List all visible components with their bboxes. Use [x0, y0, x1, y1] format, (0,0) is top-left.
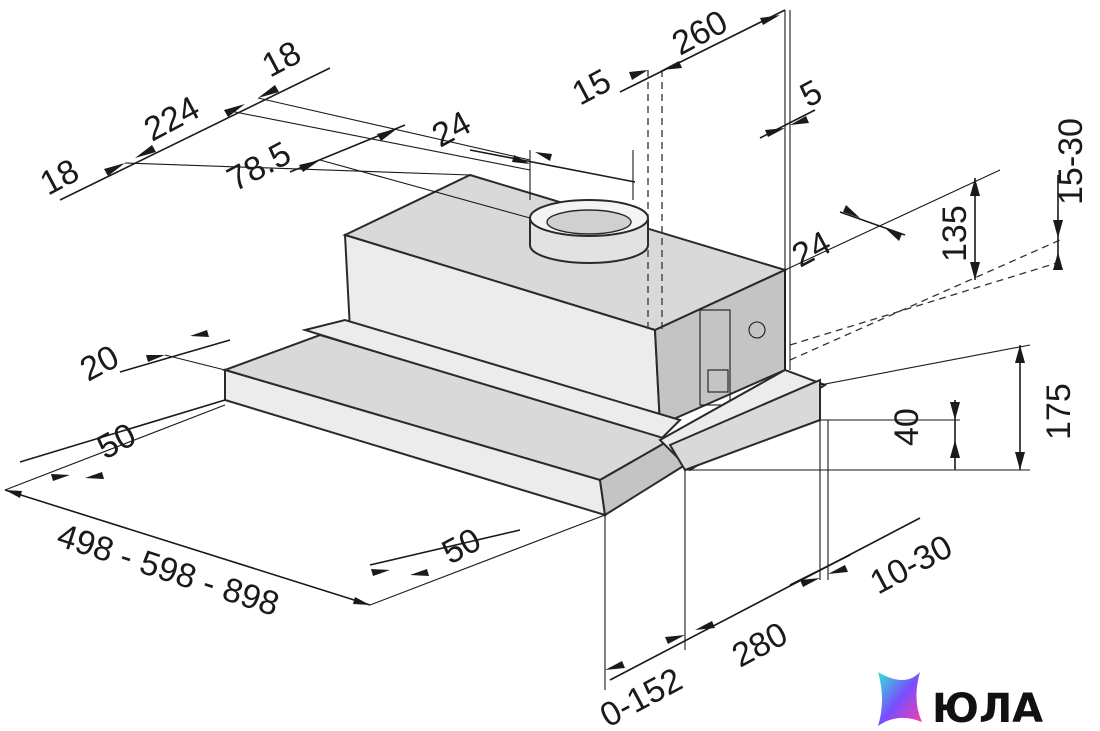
hood-side-panel: [699, 309, 731, 406]
hood-body: [221, 173, 828, 517]
dim-10-30: 10-30: [864, 528, 959, 602]
hood-side-slot: [707, 369, 729, 393]
dim-260: 260: [666, 3, 734, 63]
dim-498-598-898: 498 - 598 - 898: [53, 516, 284, 623]
dim-135: 135: [936, 205, 974, 262]
yula-logo-text: ЮЛА: [932, 686, 1043, 731]
dim-20: 20: [74, 338, 125, 389]
dim-175: 175: [1040, 383, 1078, 440]
dimension-arrows: [5, 15, 1063, 670]
dim-0-152: 0-152: [594, 661, 689, 731]
dim-18-right: 18: [256, 34, 307, 85]
dim-15-30: 15-30: [1052, 118, 1090, 205]
duct-collar: [529, 199, 649, 264]
yula-star-icon: [878, 672, 922, 726]
dim-15: 15: [566, 62, 617, 113]
dim-50-left: 50: [91, 416, 142, 467]
dim-224: 224: [138, 89, 206, 149]
dim-280: 280: [726, 615, 794, 675]
dim-78-5: 78.5: [221, 134, 297, 199]
hood-side-knob: [748, 321, 766, 339]
dim-50-bottom: 50: [436, 521, 487, 572]
dim-18-left: 18: [34, 152, 85, 203]
reference-dashes: [647, 70, 1061, 361]
dim-5: 5: [794, 73, 829, 115]
dim-24-top: 24: [426, 104, 477, 155]
yula-logo: ЮЛА: [878, 672, 1043, 731]
dim-40: 40: [888, 408, 926, 446]
dim-24-right: 24: [786, 224, 837, 275]
